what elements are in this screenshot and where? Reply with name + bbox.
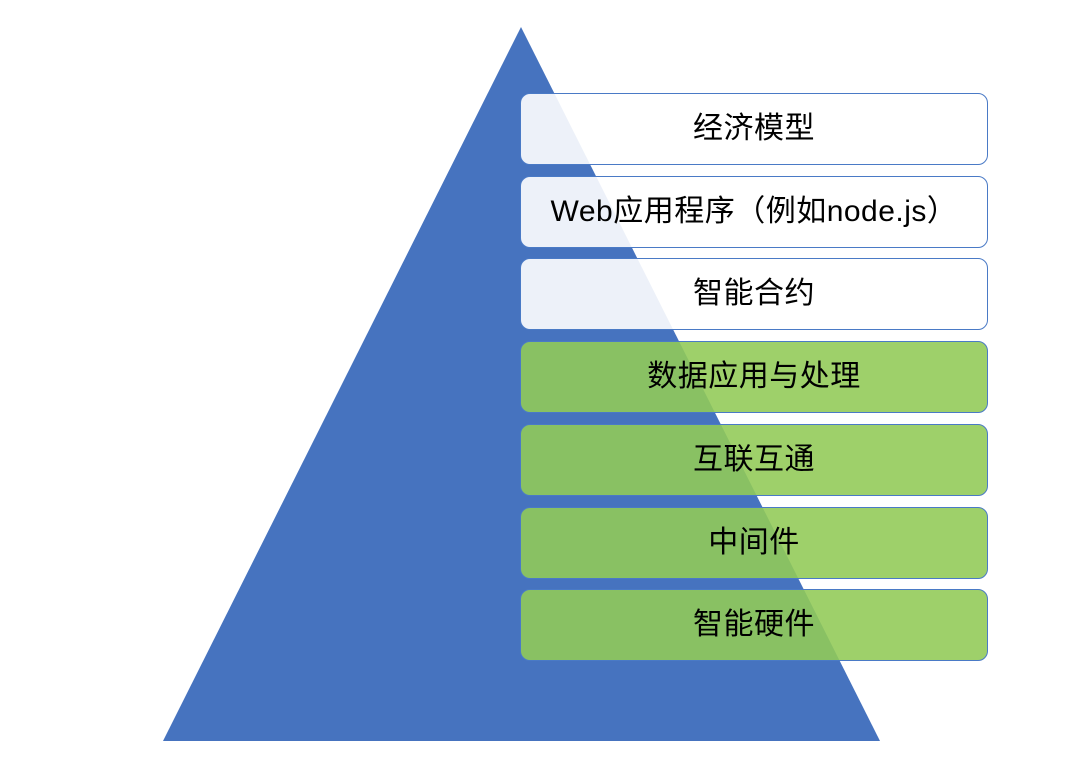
pyramid-layer-label: 智能合约 (693, 277, 815, 310)
pyramid-layer-label: 中间件 (708, 526, 800, 559)
pyramid-layer-middleware: 中间件 (520, 507, 988, 579)
pyramid-layer-label: 互联互通 (693, 443, 815, 476)
pyramid-layer-economic-model: 经济模型 (520, 93, 988, 165)
pyramid-layer-interconnection: 互联互通 (520, 424, 988, 496)
pyramid-layer-web-application: Web应用程序（例如node.js） (520, 176, 988, 248)
pyramid-layer-smart-hardware: 智能硬件 (520, 589, 988, 661)
pyramid-layer-smart-contract: 智能合约 (520, 258, 988, 330)
pyramid-layer-label: Web应用程序（例如node.js） (550, 195, 958, 228)
pyramid-layer-label: 数据应用与处理 (647, 360, 861, 393)
pyramid-layer-data-application-processing: 数据应用与处理 (520, 341, 988, 413)
pyramid-layer-label: 智能硬件 (693, 608, 815, 641)
pyramid-layer-label: 经济模型 (693, 112, 815, 145)
